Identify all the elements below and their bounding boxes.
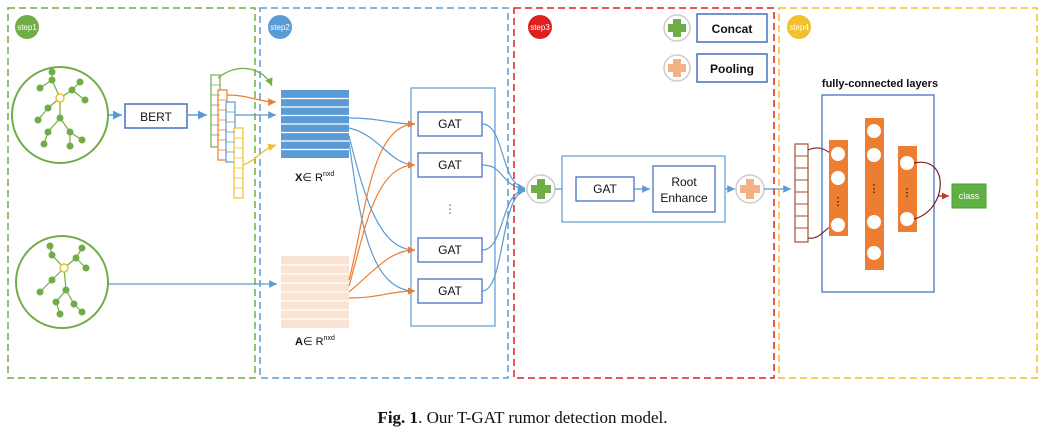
concat-node bbox=[526, 174, 556, 204]
tree-bottom-nodes bbox=[36, 242, 90, 318]
orange-embedding-arrow bbox=[226, 94, 277, 106]
root-enhance-line1: Root bbox=[671, 175, 697, 189]
embedding-cell-lines bbox=[211, 84, 243, 189]
class-box bbox=[951, 183, 987, 209]
tree-top-root bbox=[55, 93, 65, 103]
tree-graph-bottom bbox=[15, 235, 109, 329]
concat-legend-label: Concat bbox=[712, 22, 753, 36]
svg-text:step2: step2 bbox=[270, 23, 290, 32]
step2-panel bbox=[259, 7, 509, 379]
pooling-node bbox=[735, 174, 765, 204]
svg-text:step1: step1 bbox=[17, 23, 37, 32]
svg-text:GAT: GAT bbox=[438, 284, 462, 298]
pooling-legend-icon bbox=[663, 54, 691, 82]
t-gat-diagram: step1 step2 step3 step4 bbox=[7, 7, 1038, 379]
yellow-embedding-arrow bbox=[242, 143, 277, 166]
a-matrix-label: A∈ Rnxd bbox=[295, 335, 335, 348]
pooling-legend-box bbox=[696, 53, 768, 83]
bert-box bbox=[124, 103, 188, 129]
gat-to-concat-arrows bbox=[481, 123, 526, 292]
fc-layer-3-ellipsis: ⋮ bbox=[902, 187, 913, 199]
gat-block-3: GAT bbox=[417, 237, 483, 263]
step2-badge: step2 bbox=[268, 15, 292, 39]
svg-text:GAT: GAT bbox=[438, 158, 462, 172]
concat-legend-box bbox=[696, 13, 768, 43]
pooled-vector bbox=[794, 143, 809, 243]
fc-layer-3 bbox=[898, 146, 917, 232]
embedding-columns bbox=[210, 74, 244, 199]
x-to-gat-arrows bbox=[348, 117, 416, 295]
step4-badge: step4 bbox=[787, 15, 811, 39]
root-enhance-box bbox=[652, 165, 716, 213]
caption-text: . Our T-GAT rumor detection model. bbox=[418, 408, 668, 427]
step4-panel bbox=[778, 7, 1038, 379]
tree-top-nodes bbox=[34, 68, 89, 150]
gat-block-4: GAT bbox=[417, 278, 483, 304]
step3-gat-label: GAT bbox=[593, 182, 617, 196]
concat-legend-icon bbox=[663, 14, 691, 42]
fc-layer-1-ellipsis: ⋮ bbox=[833, 196, 844, 208]
gat-ellipsis: ⋮ bbox=[444, 202, 456, 216]
bert-label: BERT bbox=[140, 110, 172, 124]
green-embedding-arrow bbox=[217, 67, 273, 87]
step1-badge: step1 bbox=[15, 15, 39, 39]
pooling-legend-label: Pooling bbox=[710, 62, 754, 76]
a-adjacency-matrix bbox=[281, 256, 349, 328]
caption-fig-label: Fig. 1 bbox=[377, 408, 419, 427]
svg-text:GAT: GAT bbox=[438, 243, 462, 257]
gat-block-1: GAT bbox=[417, 111, 483, 137]
step3-badge: step3 bbox=[528, 15, 552, 39]
x-feature-matrix bbox=[281, 90, 349, 158]
fc-layer-2 bbox=[865, 118, 884, 270]
svg-text:step3: step3 bbox=[530, 23, 550, 32]
a-to-gat-arrows bbox=[348, 120, 416, 299]
class-label: class bbox=[959, 191, 980, 201]
step3-panel bbox=[513, 7, 775, 379]
fc-to-class-arrow bbox=[913, 161, 941, 220]
fc-layer-1 bbox=[829, 140, 848, 236]
x-matrix-label: X∈ Rnxd bbox=[295, 171, 334, 184]
svg-text:step4: step4 bbox=[789, 23, 809, 32]
svg-text:GAT: GAT bbox=[438, 117, 462, 131]
fc-layer-2-ellipsis: ⋮ bbox=[869, 183, 880, 195]
root-enhance-line2: Enhance bbox=[660, 191, 708, 205]
figure-caption: Fig. 1. Our T-GAT rumor detection model. bbox=[0, 408, 1045, 428]
gat-block-2: GAT bbox=[417, 152, 483, 178]
step3-gat-box bbox=[575, 176, 635, 202]
step1-panel bbox=[7, 7, 256, 379]
fc-layers-title: fully-connected layers bbox=[822, 78, 938, 90]
tree-bottom-root bbox=[59, 263, 69, 273]
